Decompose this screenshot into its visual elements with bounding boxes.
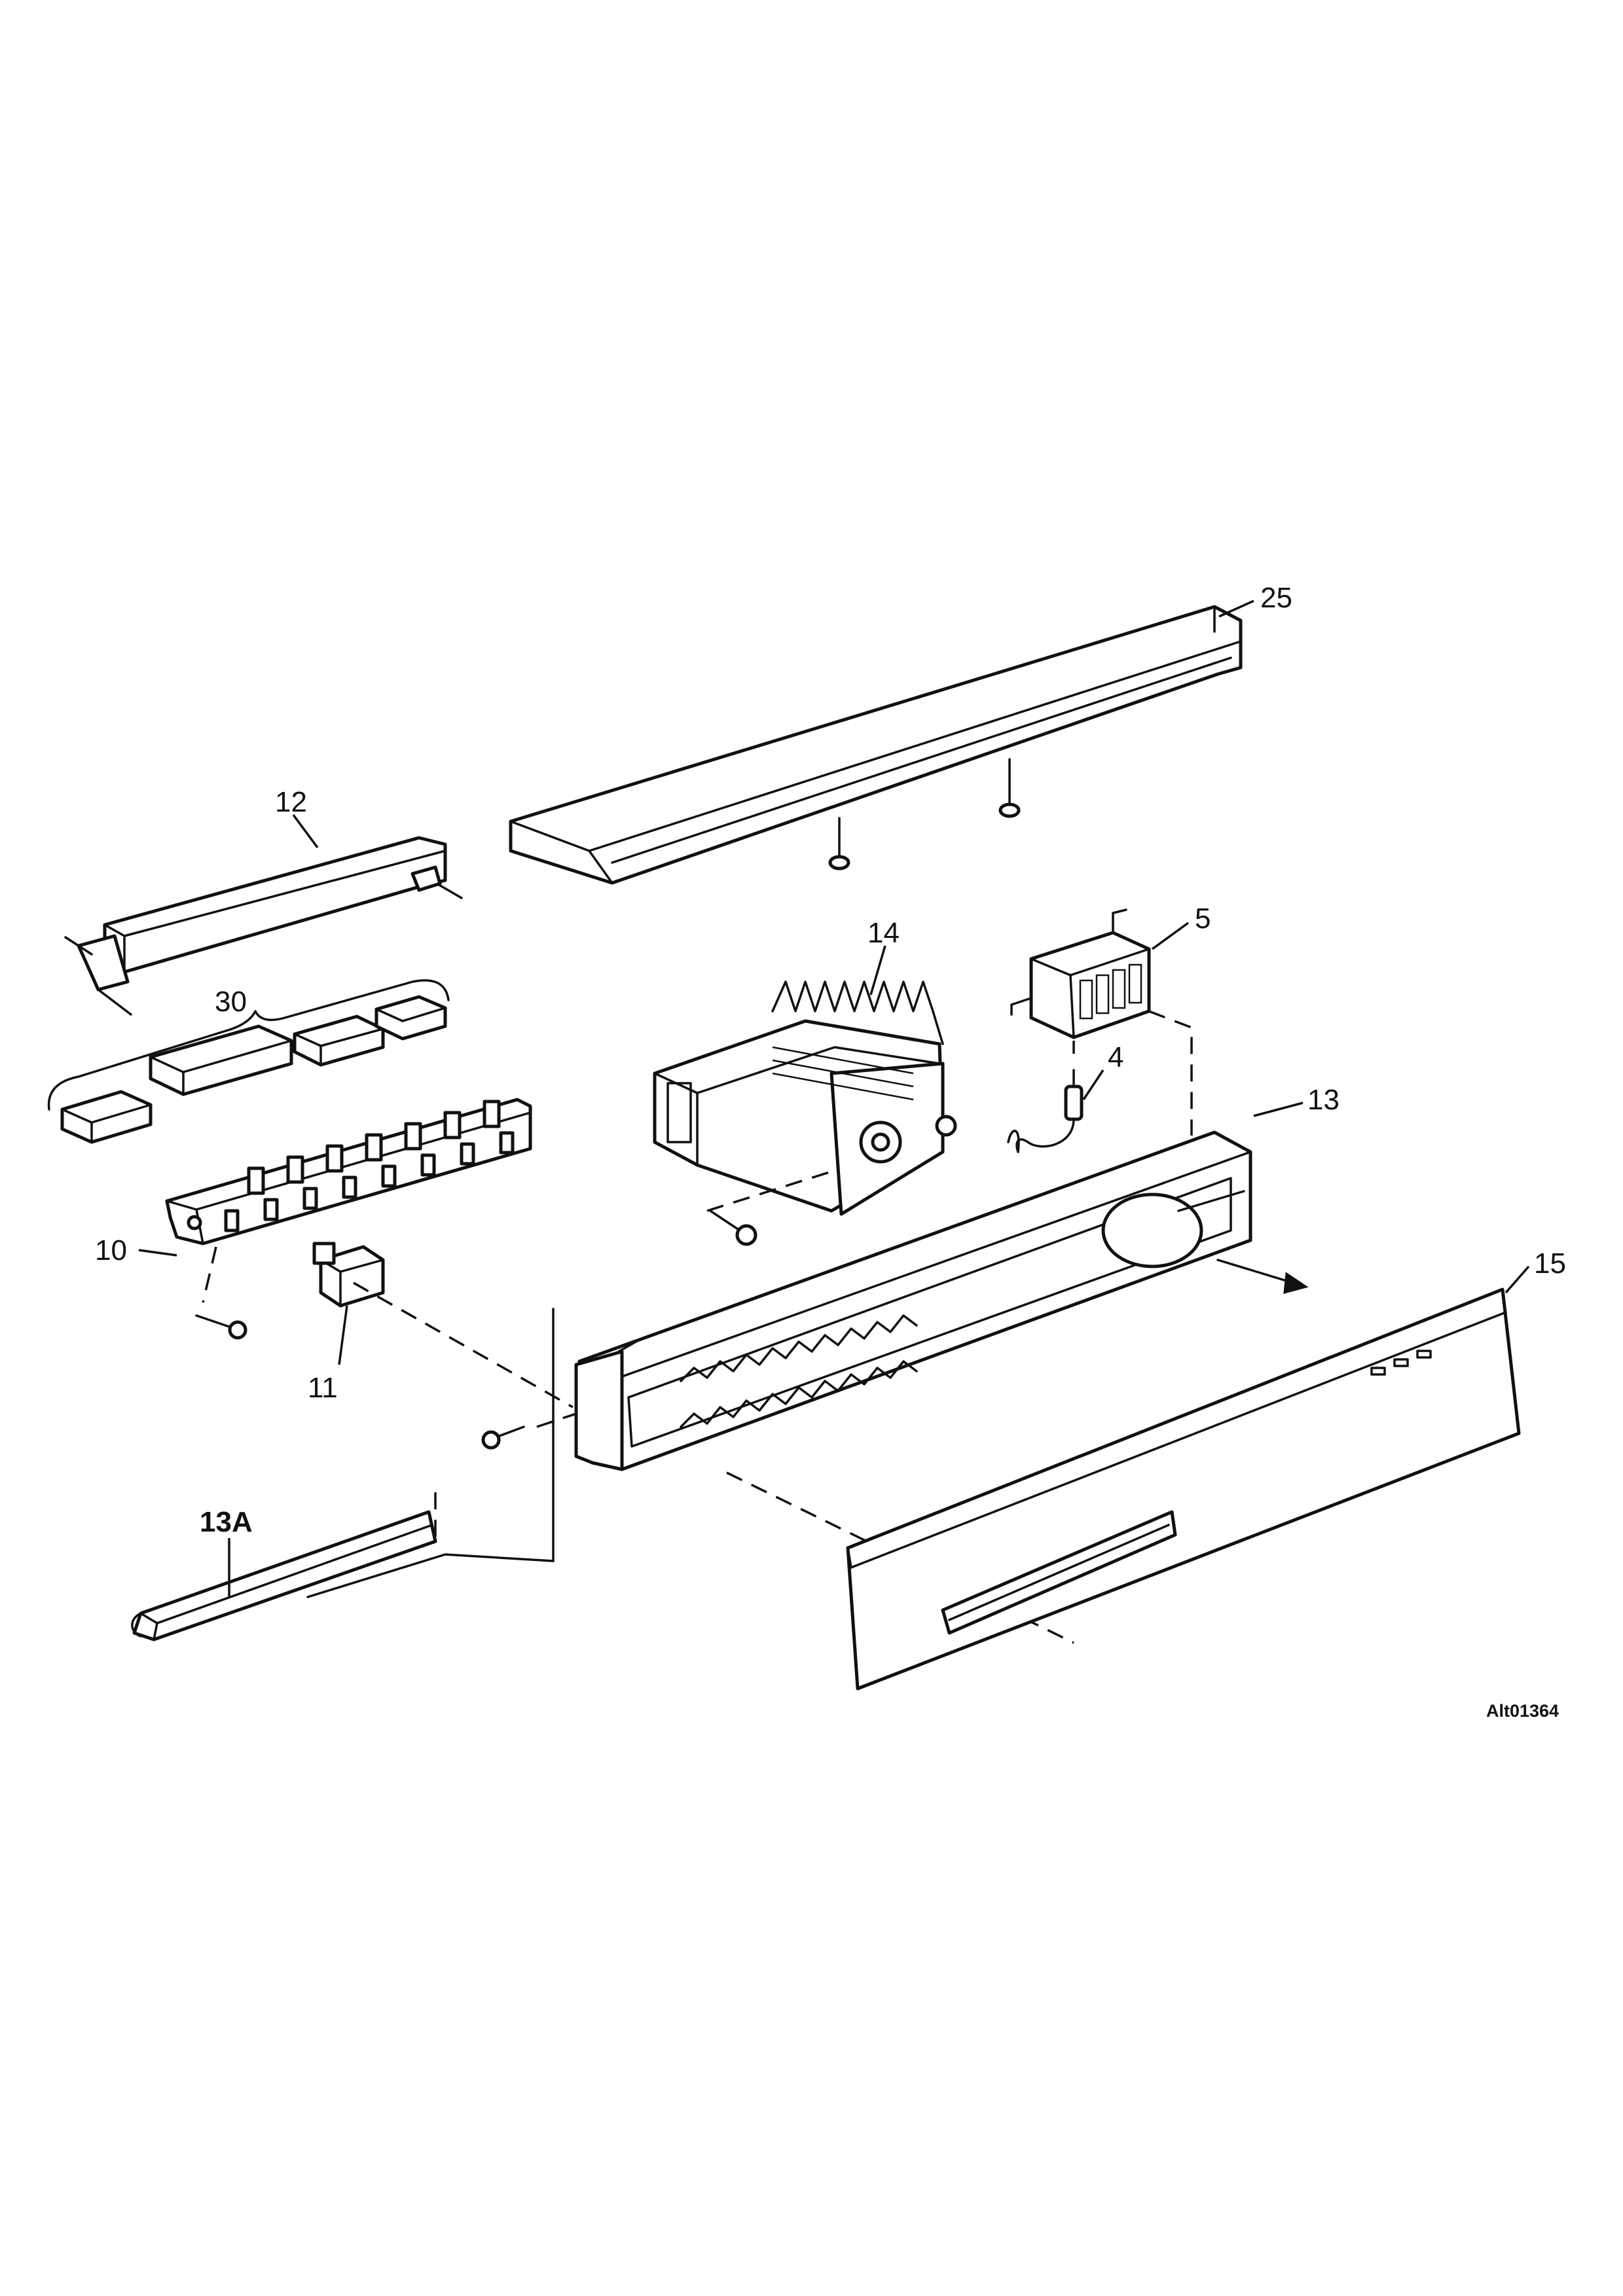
part-14-motor-unit xyxy=(653,980,957,1246)
part-12-bracket xyxy=(64,836,463,1016)
part-labels: 25 12 14 5 30 4 13 10 15 11 13A Alt01364 xyxy=(95,582,1566,1721)
part-5-terminal-block xyxy=(1010,908,1193,1136)
heat-sink-fins xyxy=(771,980,944,1045)
screw-icon xyxy=(709,1210,757,1246)
label-13: 13 xyxy=(1307,1084,1340,1116)
screw-icon xyxy=(195,1314,247,1340)
indicator-lights xyxy=(1370,1350,1432,1376)
part-10-switch-block xyxy=(165,1098,532,1340)
screw-icon xyxy=(998,758,1021,818)
label-13A: 13A xyxy=(200,1506,253,1538)
label-11: 11 xyxy=(308,1372,338,1404)
screw-icon xyxy=(481,1426,525,1450)
slot-cutouts-upper xyxy=(680,1314,918,1382)
part-15-front-fascia xyxy=(846,1287,1521,1691)
part-11-knob xyxy=(312,1242,385,1308)
label-10: 10 xyxy=(95,1234,127,1266)
label-25: 25 xyxy=(1260,582,1292,614)
part-25-top-trim xyxy=(509,605,1243,885)
drawing-code: Alt01364 xyxy=(1486,1701,1559,1721)
label-5: 5 xyxy=(1195,903,1211,935)
screw-icon xyxy=(828,817,850,870)
label-4: 4 xyxy=(1108,1041,1123,1073)
label-14: 14 xyxy=(867,917,900,949)
part-13-control-panel xyxy=(353,1130,1309,1644)
switch-pin-row xyxy=(224,1100,515,1232)
label-30: 30 xyxy=(215,986,247,1018)
slot-cutouts-lower xyxy=(680,1360,918,1428)
label-12: 12 xyxy=(275,786,307,818)
part-4-connector xyxy=(1007,1069,1084,1153)
part-13A-side-trim xyxy=(131,1492,555,1641)
part-30-button-caps xyxy=(47,979,450,1144)
label-15: 15 xyxy=(1534,1247,1566,1280)
leader-lines xyxy=(138,600,1530,1597)
